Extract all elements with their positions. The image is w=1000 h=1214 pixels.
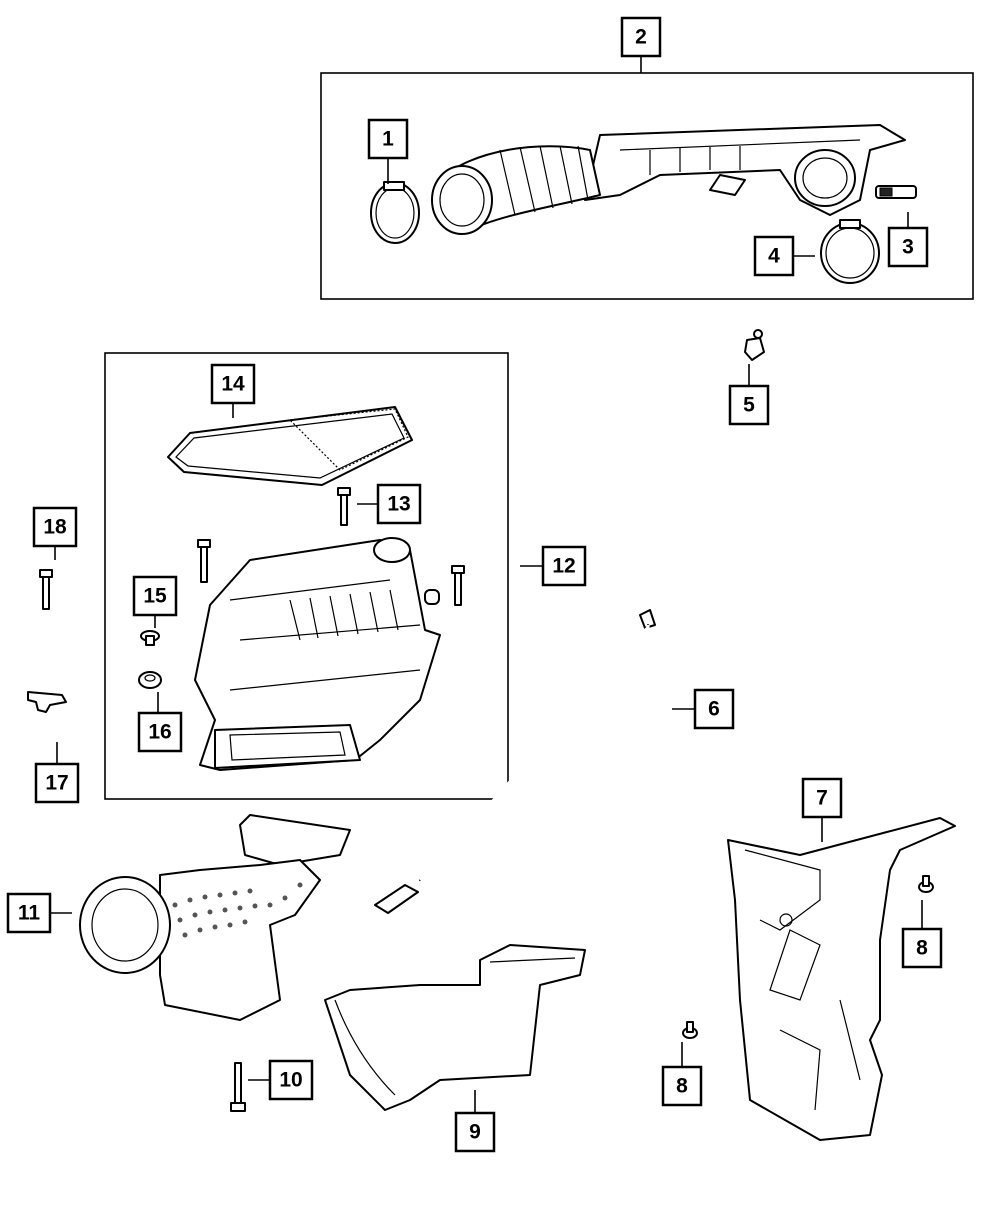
part-11-air-duct [79, 814, 351, 1021]
part-13-bolt [337, 487, 351, 526]
callout-13: 13 [376, 483, 422, 525]
svg-text:17: 17 [45, 772, 68, 795]
callout-10: 10 [268, 1059, 314, 1101]
callout-18: 18 [32, 506, 78, 548]
callout-16: 16 [137, 711, 183, 753]
svg-text:13: 13 [387, 493, 410, 516]
callout-11: 11 [6, 892, 52, 934]
part-14-air-filter [167, 406, 413, 486]
svg-text:4: 4 [768, 245, 780, 268]
svg-text:7: 7 [816, 787, 828, 810]
svg-text:12: 12 [552, 555, 575, 578]
svg-text:8: 8 [676, 1075, 688, 1098]
svg-text:2: 2 [635, 26, 647, 49]
part-3-sensor [875, 185, 917, 199]
svg-text:18: 18 [43, 516, 67, 539]
callout-17: 17 [34, 762, 80, 804]
svg-text:16: 16 [148, 721, 171, 744]
callout-1: 1 [367, 118, 409, 160]
part-17-clip [27, 691, 67, 713]
svg-text:11: 11 [18, 902, 41, 925]
part-8-push-pin-lower [682, 1021, 698, 1039]
callout-12: 12 [541, 545, 587, 587]
part-6-hose [374, 609, 659, 914]
svg-text:14: 14 [221, 373, 245, 396]
svg-text:5: 5 [743, 394, 755, 417]
callout-7: 7 [801, 777, 843, 819]
part-16-grommet [138, 671, 162, 689]
group-box-air-cleaner [104, 352, 509, 800]
part-12-air-cleaner-housing [194, 537, 465, 771]
svg-text:6: 6 [708, 698, 720, 721]
part-7-shield [727, 817, 956, 1141]
part-15-fastener [140, 630, 160, 646]
callout-6: 6 [693, 688, 735, 730]
svg-text:1: 1 [382, 128, 394, 151]
leader-lines [49, 56, 923, 1113]
part-4-hose-clamp [820, 219, 880, 284]
callout-8-lower: 8 [661, 1065, 703, 1107]
part-8-push-pin-upper [918, 875, 934, 893]
callout-14: 14 [210, 363, 256, 405]
part-18-bolt [39, 569, 53, 610]
svg-text:3: 3 [902, 236, 914, 259]
part-9-air-duct [324, 944, 586, 1111]
callout-5: 5 [728, 384, 770, 426]
callout-9: 9 [454, 1111, 496, 1153]
callout-15: 15 [132, 575, 178, 617]
svg-text:10: 10 [279, 1069, 302, 1092]
part-2-air-inlet-duct [431, 124, 906, 235]
callout-8-upper: 8 [901, 927, 943, 969]
callout-2: 2 [620, 16, 662, 58]
part-10-bolt [230, 1062, 246, 1112]
svg-text:9: 9 [469, 1121, 481, 1144]
svg-text:15: 15 [143, 585, 167, 608]
part-5-connector [744, 329, 765, 361]
svg-text:8: 8 [916, 937, 928, 960]
part-1-hose-clamp [370, 181, 420, 244]
group-box-air-inlet-duct [320, 72, 974, 300]
callout-4: 4 [753, 235, 795, 277]
callout-3: 3 [887, 226, 929, 268]
